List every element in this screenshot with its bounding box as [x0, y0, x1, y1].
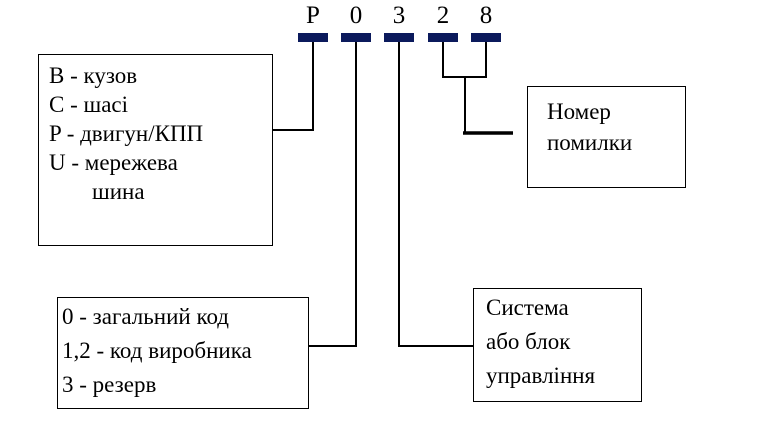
- connector-28-bracket: [442, 42, 487, 78]
- error-number-line: Номер: [547, 99, 611, 124]
- subsystem-line: Система: [486, 295, 569, 320]
- system-type-item: шина: [92, 179, 145, 204]
- code-type-item: 1,2 - код виробника: [62, 338, 252, 363]
- code-type-item: 0 - загальний код: [62, 304, 229, 329]
- error-number-box: Номер помилки: [527, 86, 686, 188]
- subsystem-line: або блок: [486, 329, 571, 354]
- code-char-2: 2: [436, 2, 450, 29]
- code-char-8: 8: [479, 2, 493, 29]
- code-char-0: 0: [349, 2, 363, 29]
- connector-p-system-type: [272, 42, 314, 131]
- subsystem-line: управління: [486, 363, 596, 388]
- code-bar-0: [341, 33, 371, 42]
- code-bar-2: [428, 33, 458, 42]
- error-number-line: помилки: [547, 130, 633, 155]
- system-type-item: P - двигун/КПП: [49, 121, 204, 146]
- code-bar-p: [298, 33, 328, 42]
- system-type-item: C - шасі: [49, 92, 129, 117]
- code-char-3: 3: [392, 2, 406, 29]
- connector-0-code-type: [308, 42, 357, 347]
- connector-3-subsystem: [398, 42, 474, 347]
- code-bar-8: [471, 33, 501, 42]
- code-char-p: P: [306, 2, 320, 29]
- code-type-item: 3 - резерв: [62, 372, 157, 397]
- code-bar-3: [384, 33, 414, 42]
- code-type-box: 0 - загальний код 1,2 - код виробника 3 …: [57, 297, 309, 409]
- system-type-item: B - кузов: [49, 63, 138, 88]
- subsystem-box: Система або блок управління: [473, 288, 642, 402]
- system-type-box: B - кузов C - шасі P - двигун/КПП U - ме…: [38, 54, 273, 246]
- system-type-item: U - мережева: [49, 150, 178, 175]
